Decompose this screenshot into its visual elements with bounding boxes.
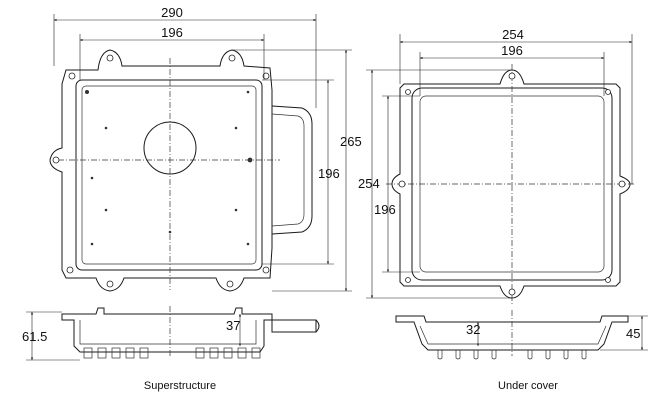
cover-dim-196-left: 196 — [374, 202, 396, 217]
cover-dim-196-top: 196 — [501, 43, 523, 58]
super-dim-61-5: 61.5 — [22, 329, 47, 344]
superstructure-side-view: 61.5 37 Superstructure — [22, 306, 320, 392]
under-cover-caption: Under cover — [498, 380, 558, 392]
under-cover-top-view: 254 196 254 196 — [358, 27, 636, 304]
under-cover-side-view: 32 45 Under cover — [395, 310, 648, 392]
cover-dim-254-left: 254 — [358, 176, 380, 191]
handle — [271, 105, 313, 235]
super-dim-37: 37 — [226, 318, 240, 333]
under-cover-outline — [391, 69, 631, 299]
superstructure-outline — [49, 49, 273, 292]
cover-dim-45: 45 — [626, 326, 640, 341]
superstructure-top-view: 290 196 265 196 — [49, 5, 362, 292]
super-dim-196-top: 196 — [161, 25, 183, 40]
cover-dim-254-top: 254 — [502, 27, 524, 42]
superstructure-caption: Superstructure — [144, 380, 216, 392]
cover-dim-32: 32 — [466, 322, 480, 337]
super-dim-265: 265 — [340, 134, 362, 149]
super-dim-290: 290 — [161, 5, 183, 20]
super-dim-196-side: 196 — [318, 166, 340, 181]
